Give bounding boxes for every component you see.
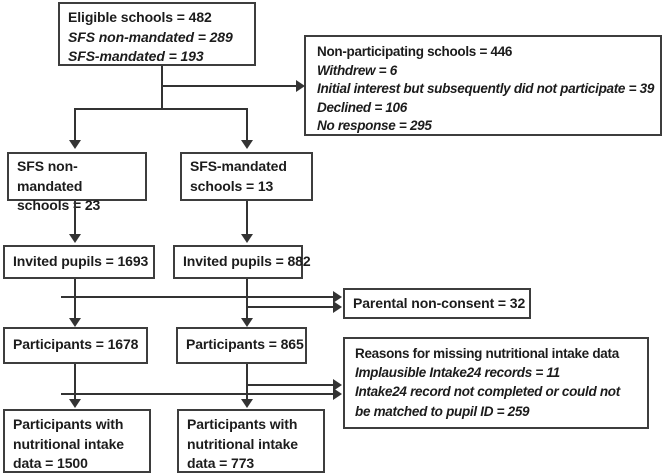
invited-pupils-non-mandated-label: Invited pupils = 1693 [13, 253, 149, 269]
box-parental-non-consent: Parental non-consent = 32 [343, 288, 531, 319]
connector-invited-to-participants-left [74, 279, 76, 319]
non-participating-declined: Declined = 106 [317, 99, 407, 115]
box-participants-mandated: Participants = 865 [176, 327, 307, 364]
connector-split-left-down [74, 108, 76, 141]
box-invited-pupils-mandated: Invited pupils = 882 [173, 245, 311, 279]
arrowhead-reasons-upper [333, 379, 342, 391]
non-participating-initial-interest: Initial interest but subsequently did no… [317, 81, 655, 97]
arrowhead-non-participating [296, 80, 305, 92]
sfs-non-mandated-schools-label: SFS non-mandated schools = 23 [17, 158, 101, 213]
arrowhead-sfs-non-mandated [69, 140, 81, 149]
connector-left-to-reasons [61, 393, 333, 395]
box-final-non-mandated: Participants with nutritional intake dat… [3, 409, 151, 473]
non-participating-withdrew: Withdrew = 6 [317, 62, 397, 78]
arrowhead-parental-lower [333, 301, 342, 313]
box-final-mandated: Participants with nutritional intake dat… [177, 409, 325, 473]
arrowhead-parental-upper [333, 291, 342, 303]
arrowhead-final-left [69, 399, 81, 408]
eligible-non-mandated: SFS non-mandated = 289 [68, 28, 233, 45]
box-participants-non-mandated: Participants = 1678 [3, 327, 148, 364]
connector-schools-to-invited-right [246, 201, 248, 235]
connector-participants-to-final-left [74, 364, 76, 400]
connector-split-horizontal [74, 108, 248, 110]
arrowhead-participants-right [241, 318, 253, 327]
connector-eligible-down [161, 66, 163, 109]
participants-mandated-label: Participants = 865 [186, 336, 304, 352]
box-sfs-mandated-schools: SFS-mandated schools = 13 [180, 152, 313, 201]
arrowhead-participants-left [69, 318, 81, 327]
connector-invited-to-participants-right [246, 279, 248, 319]
reasons-not-completed: Intake24 record not completed or could n… [355, 384, 620, 419]
invited-pupils-mandated-label: Invited pupils = 882 [183, 253, 311, 269]
eligible-total: Eligible schools = 482 [68, 9, 212, 25]
final-mandated-label: Participants with nutritional intake dat… [187, 416, 298, 471]
connector-split-right-down [246, 108, 248, 141]
connector-participants-to-final-right [246, 364, 248, 400]
box-invited-pupils-non-mandated: Invited pupils = 1693 [3, 245, 155, 279]
box-reasons-missing-data: Reasons for missing nutritional intake d… [343, 337, 649, 429]
box-sfs-non-mandated-schools: SFS non-mandated schools = 23 [7, 152, 147, 213]
connector-schools-to-invited-left [74, 201, 76, 235]
arrowhead-sfs-mandated [241, 140, 253, 149]
sfs-mandated-schools-label: SFS-mandated schools = 13 [190, 158, 287, 194]
connector-right-to-reasons [247, 384, 333, 386]
non-participating-no-response: No response = 295 [317, 118, 432, 134]
reasons-implausible-records: Implausible Intake24 records = 11 [355, 365, 560, 381]
arrowhead-final-right [241, 399, 253, 408]
reasons-missing-title: Reasons for missing nutritional intake d… [355, 346, 619, 361]
box-non-participating: Non-participating schools = 446 Withdrew… [304, 35, 662, 136]
connector-to-non-participating [161, 85, 297, 87]
participants-non-mandated-label: Participants = 1678 [13, 336, 139, 352]
arrowhead-invited-right [241, 234, 253, 243]
arrowhead-reasons-lower [333, 388, 342, 400]
final-non-mandated-label: Participants with nutritional intake dat… [13, 416, 124, 471]
parental-non-consent-label: Parental non-consent = 32 [353, 295, 526, 311]
connector-right-to-parental [247, 306, 333, 308]
box-eligible-schools: Eligible schools = 482 SFS non-mandated … [58, 2, 256, 66]
non-participating-total: Non-participating schools = 446 [317, 44, 513, 59]
connector-left-to-parental [61, 296, 333, 298]
arrowhead-invited-left [69, 234, 81, 243]
eligible-mandated: SFS-mandated = 193 [68, 48, 204, 64]
